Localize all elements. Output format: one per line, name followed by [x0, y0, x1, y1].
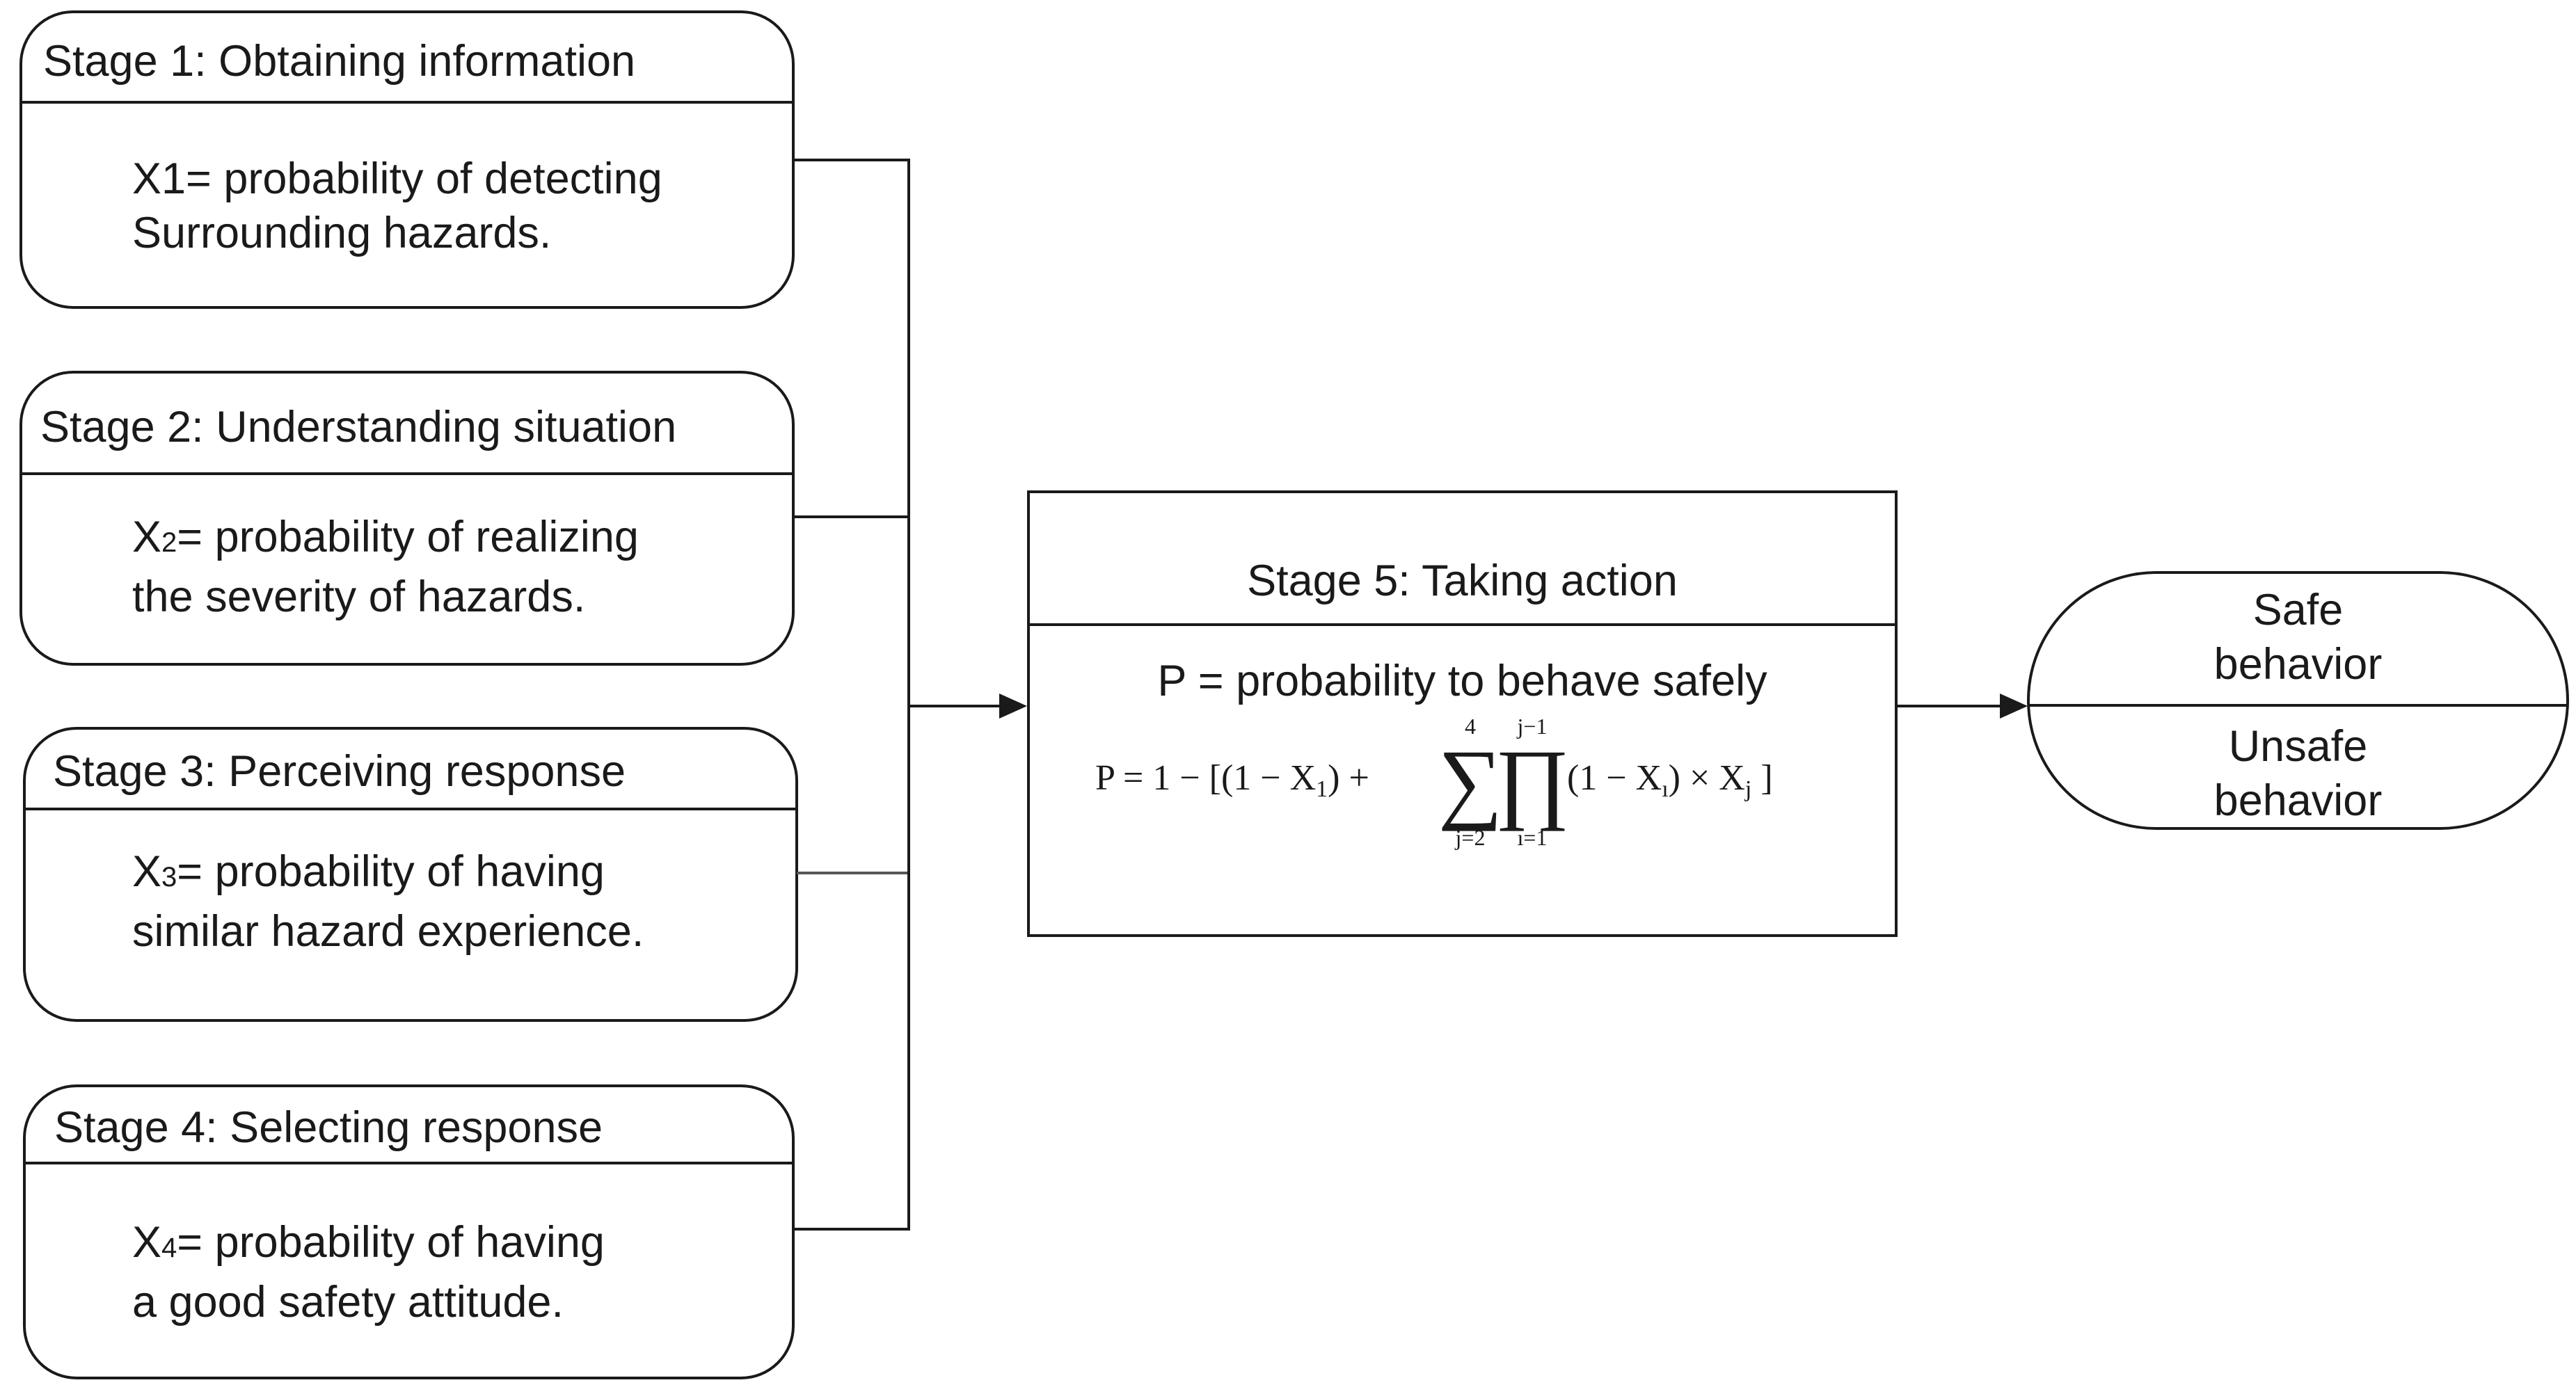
stage-4-line-2: a good safety attitude. [132, 1278, 564, 1327]
stage-4-title: Stage 4: Selecting response [54, 1103, 603, 1152]
summation-lower-limit: j=2 [1455, 825, 1486, 850]
stage-2-variable: X2 [132, 513, 177, 561]
stage-4-box [23, 1084, 795, 1379]
stage-5-box [1027, 490, 1898, 937]
outcome-safe-label: Safe behavior [2213, 586, 2383, 689]
stage-1-description: X1= probability of detecting Surrounding… [132, 152, 662, 260]
stage-5-title: Stage 5: Taking action [1247, 556, 1678, 605]
stage-2-description: X2= probability of realizing the severit… [132, 510, 639, 624]
probability-label: P = probability to behave safely [1157, 657, 1767, 705]
stage-3-line-1: X3= probability of having [132, 847, 605, 896]
stage-2-title: Stage 2: Understanding situation [40, 403, 677, 451]
formula-rhs: (1 − Xı) × Xj ] [1567, 758, 1773, 802]
stage-4-variable: X4 [132, 1218, 177, 1267]
stage-4-line-1: X4= probability of having [132, 1218, 605, 1267]
stage-1-line-1: X1= probability of detecting [132, 154, 662, 203]
stage-1-title: Stage 1: Obtaining information [43, 37, 636, 86]
stage-3-title: Stage 3: Perceiving response [53, 747, 626, 796]
outcome-box [2027, 571, 2569, 830]
formula-lhs: P = 1 − [(1 − X1) + [1095, 758, 1369, 802]
stage-4-description: X4= probability of having a good safety … [132, 1215, 605, 1329]
summation-upper-limit: 4 [1465, 714, 1476, 739]
product-upper-limit: j−1 [1517, 714, 1548, 739]
product-icon: ∏ [1495, 732, 1569, 832]
product-lower-limit: ı=1 [1518, 825, 1548, 850]
stage-2-line-2: the severity of hazards. [132, 572, 586, 621]
summation-icon: ∑ [1438, 732, 1503, 832]
arrowhead-stage-5 [999, 694, 1027, 719]
stage-1-line-2: Surrounding hazards. [132, 209, 552, 257]
outcome-unsafe-label: Unsafe behavior [2213, 722, 2383, 825]
stage-3-variable: X3 [132, 847, 177, 896]
arrowhead-outcome [2000, 694, 2028, 719]
stage-3-description: X3= probability of having similar hazard… [132, 844, 644, 959]
probability-formula: P = 1 − [(1 − X1) + 4 ∑ j=2 j−1 ∏ ı=1 (1… [1095, 714, 1773, 850]
stage-3-line-2: similar hazard experience. [132, 907, 644, 956]
stage-2-line-1: X2= probability of realizing [132, 513, 639, 561]
